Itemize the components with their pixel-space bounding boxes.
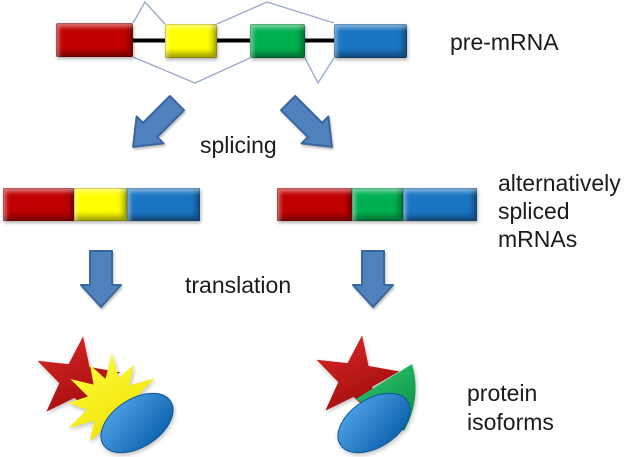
protein-isoform-left (37, 336, 174, 454)
red-star-shape-right (316, 335, 400, 418)
splice-lines (132, 0, 335, 85)
blue-ellipse-shape-right (337, 392, 411, 454)
translation-label: translation (185, 272, 292, 298)
translation-arrow-left (80, 250, 122, 308)
splice-path-bottom-green-blue (304, 57, 335, 85)
mrna-right-exon-blue (403, 188, 477, 221)
spliced-mrna-left (3, 188, 200, 221)
splice-path-bottom-red-green (132, 56, 251, 84)
protein-isoforms-label: protein isoforms (467, 379, 554, 437)
pre-mrna-exon-red (56, 23, 133, 57)
red-star-shape-left (37, 336, 121, 419)
splicing-label: splicing (200, 132, 277, 158)
protein-isoforms-label-line2: isoforms (467, 409, 554, 435)
mrna-left-exon-red (3, 188, 74, 221)
mrna-right-exon-green (352, 188, 403, 221)
spliced-mrnas-label-line3: mRNAs (498, 226, 578, 252)
blue-ellipse-shape-left (100, 392, 174, 454)
spliced-mrnas-label-line1: alternatively (498, 170, 621, 196)
translation-arrow-right (352, 250, 394, 308)
splice-path-top-yellow-blue (216, 1, 335, 25)
mrna-right-exon-red (277, 188, 352, 221)
spliced-mrnas-label-line2: spliced (498, 198, 570, 224)
mrna-left-exon-yellow (74, 188, 127, 221)
pre-mrna-exon-green (250, 24, 305, 58)
spliced-mrnas-label: alternatively spliced mRNAs (498, 169, 621, 253)
splicing-arrows (132, 95, 333, 148)
pre-mrna-exon-yellow (165, 24, 217, 58)
splice-path-top-red-yellow (132, 0, 166, 25)
translation-arrows (80, 250, 394, 308)
pre-mrna-exon-blue (334, 24, 407, 58)
spliced-mrna-right (277, 188, 477, 221)
protein-isoforms-label-line1: protein (467, 380, 538, 406)
mrna-left-exon-blue (127, 188, 200, 221)
pre-mrna-label: pre-mRNA (450, 29, 559, 55)
splicing-arrow-right (280, 95, 333, 148)
protein-isoform-right (316, 335, 416, 454)
splicing-arrow-left (132, 95, 185, 148)
yellow-burst-shape (68, 353, 157, 452)
